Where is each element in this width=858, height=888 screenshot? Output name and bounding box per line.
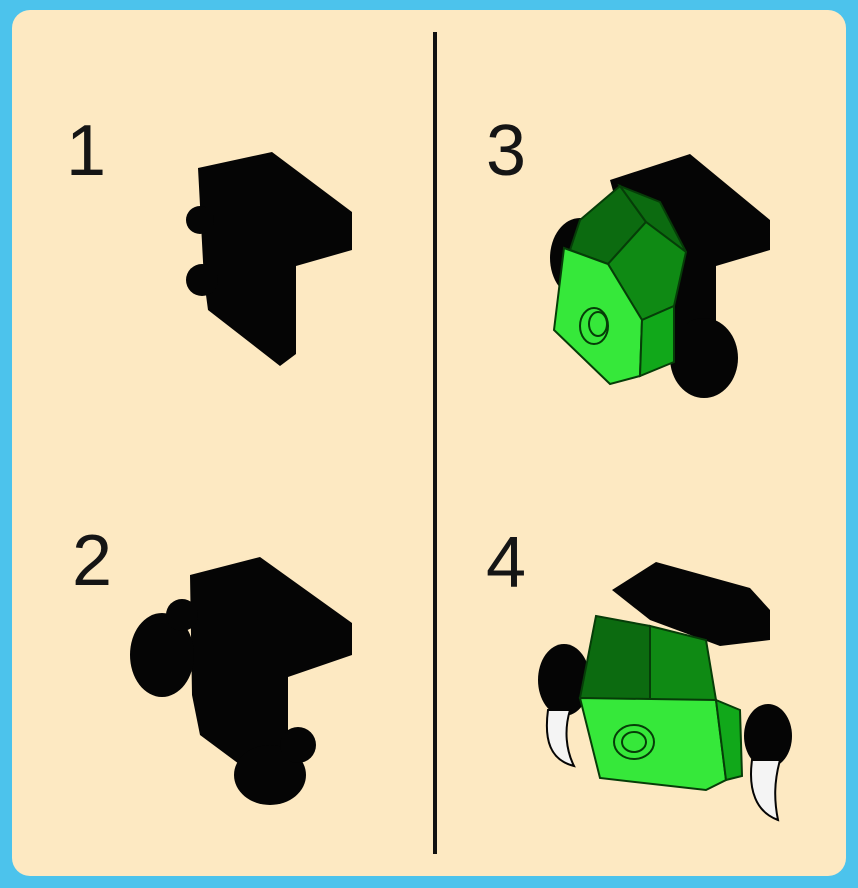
black-brick-assembly — [186, 152, 352, 366]
step-number-2: 2 — [72, 525, 112, 597]
round-stud — [614, 725, 654, 759]
step-number-4: 4 — [486, 527, 526, 599]
step-1-illustration — [180, 140, 370, 380]
round-stud — [580, 308, 608, 344]
step-number-1: 1 — [66, 115, 106, 187]
green-base-brick — [580, 698, 742, 790]
step-number-3: 3 — [486, 115, 526, 187]
step-2-illustration — [120, 545, 370, 815]
black-brick-assembly — [130, 557, 352, 805]
column-divider — [433, 32, 437, 854]
step-4-illustration — [530, 550, 800, 830]
step-3-illustration — [540, 140, 780, 410]
